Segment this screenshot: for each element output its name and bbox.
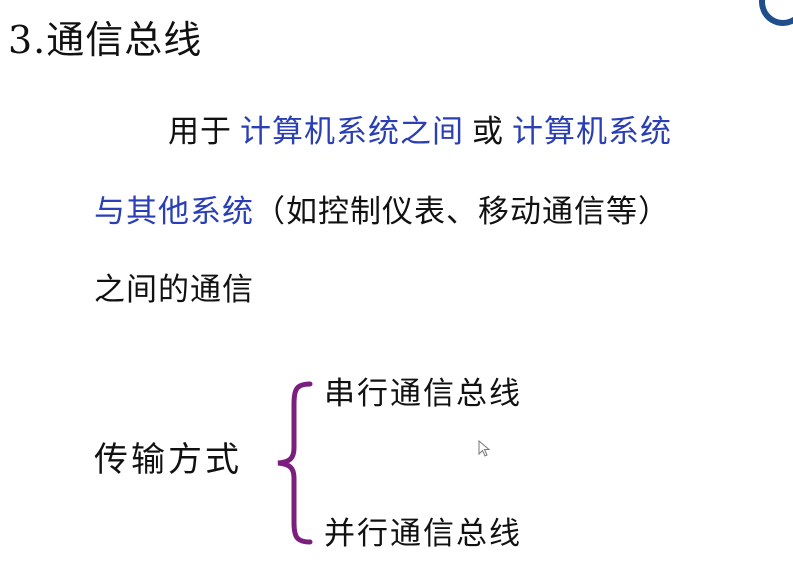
mouse-cursor-icon [478, 440, 491, 457]
branch-serial-bus: 串行通信总线 [324, 376, 522, 412]
highlight-computer-system: 计算机系统 [512, 114, 672, 150]
text-used-for: 用于 [168, 114, 232, 150]
text-communication-between: 之间的通信 [94, 272, 254, 308]
highlight-with-other-systems: 与其他系统 [94, 194, 254, 230]
transmission-mode-label: 传输方式 [94, 440, 242, 480]
branch-parallel-bus: 并行通信总线 [324, 516, 522, 552]
slide-title: 3.通信总线 [8, 18, 203, 62]
text-examples: （如控制仪表、移动通信等） [254, 194, 670, 230]
curly-brace-icon [277, 381, 313, 545]
highlight-between-computer-systems: 计算机系统之间 [240, 114, 464, 150]
paragraph-line-3: 之间的通信 [94, 268, 254, 312]
paragraph-line-2: 与其他系统（如控制仪表、移动通信等） [94, 190, 670, 234]
paragraph-line-1: 用于计算机系统之间或计算机系统 [168, 110, 672, 154]
text-or: 或 [472, 114, 504, 150]
corner-logo-icon [752, 0, 793, 33]
